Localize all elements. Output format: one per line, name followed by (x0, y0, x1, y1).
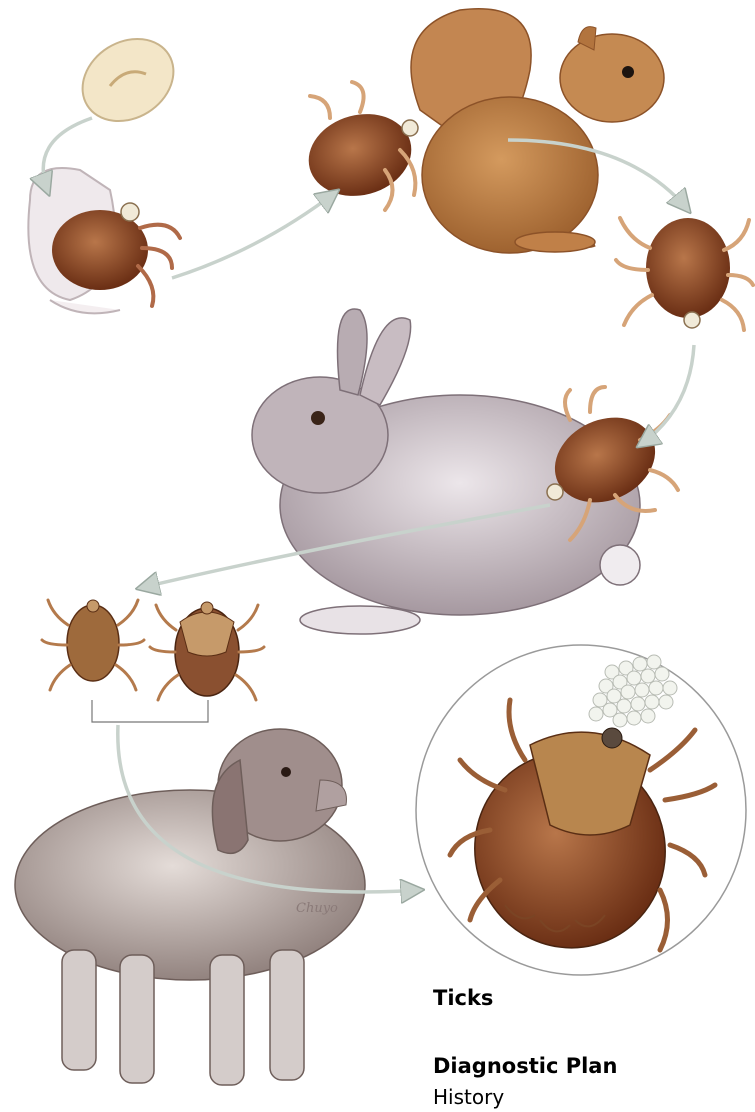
artist-signature: Chuyo (296, 901, 338, 916)
caption-item: History (433, 1085, 504, 1109)
hatching-larva (28, 168, 180, 313)
nymph (616, 218, 753, 330)
squirrel (411, 9, 664, 253)
arrow-nymph-to-rabbit (640, 345, 694, 445)
caption-title: Ticks (433, 986, 493, 1010)
caption-subtitle: Diagnostic Plan (433, 1054, 617, 1078)
adult-male-tick (42, 600, 144, 690)
adult-female-tick (150, 602, 264, 700)
larva-on-squirrel (299, 82, 420, 210)
magnified-engorged-female (416, 645, 746, 975)
adults-bracket (92, 700, 208, 722)
arrow-larva-to-squirrel (172, 192, 336, 278)
